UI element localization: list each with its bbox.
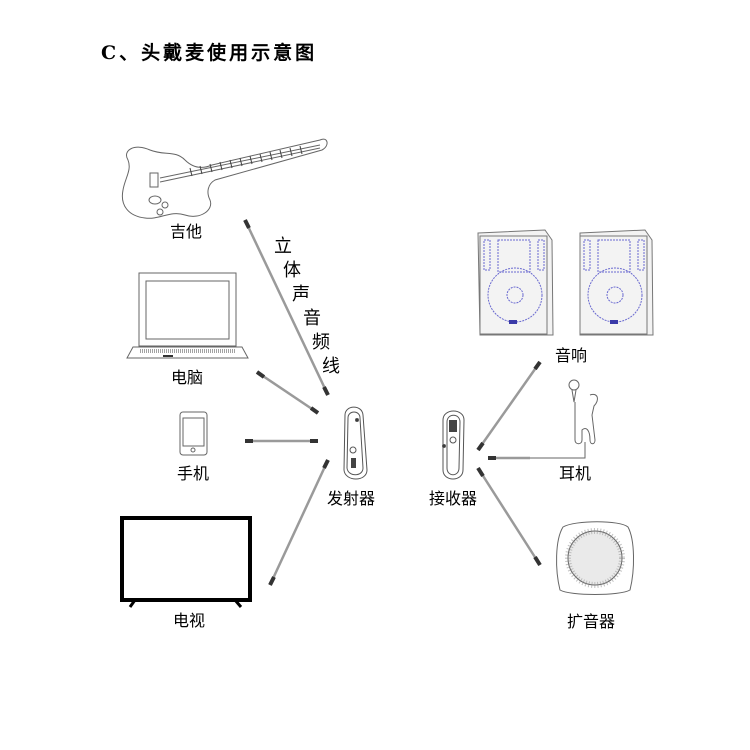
- tv-icon: [120, 516, 252, 608]
- stereo-audio-cables: [243, 219, 542, 586]
- cable-guitar: [243, 219, 330, 396]
- cable-label-char: 声: [292, 284, 310, 305]
- amplifier-label: 扩音器: [567, 612, 616, 631]
- cable-amplifier: [476, 467, 542, 566]
- receiver-icon: [442, 410, 465, 480]
- amplifier-icon: [556, 521, 635, 595]
- earphones-label: 耳机: [559, 464, 592, 483]
- page-title: C、头戴麦使用示意图: [101, 42, 318, 64]
- cable-laptop: [256, 370, 319, 415]
- speakers-label: 音响: [555, 346, 588, 365]
- phone-icon: [179, 411, 208, 456]
- cable-label-char: 线: [322, 356, 340, 377]
- tv-label: 电视: [173, 611, 206, 630]
- receiver-label: 接收器: [429, 489, 478, 508]
- transmitter-label: 发射器: [327, 489, 376, 508]
- guitar-label: 吉他: [170, 222, 203, 241]
- laptop-icon: [126, 272, 249, 359]
- transmitter-icon: [343, 406, 368, 480]
- speaker-left-icon: [477, 229, 554, 336]
- cable-label-char: 频: [312, 332, 330, 353]
- cable-tv: [268, 459, 330, 586]
- phone-label: 手机: [177, 464, 210, 483]
- earphones-icon: [490, 379, 598, 459]
- cable-speakers: [476, 361, 542, 451]
- cable-label-char: 体: [283, 260, 301, 281]
- cable-label-char: 音: [303, 308, 321, 329]
- laptop-label: 电脑: [171, 368, 204, 387]
- cable-label-char: 立: [274, 236, 292, 257]
- guitar-icon: [121, 138, 328, 219]
- speaker-right-icon: [579, 229, 654, 336]
